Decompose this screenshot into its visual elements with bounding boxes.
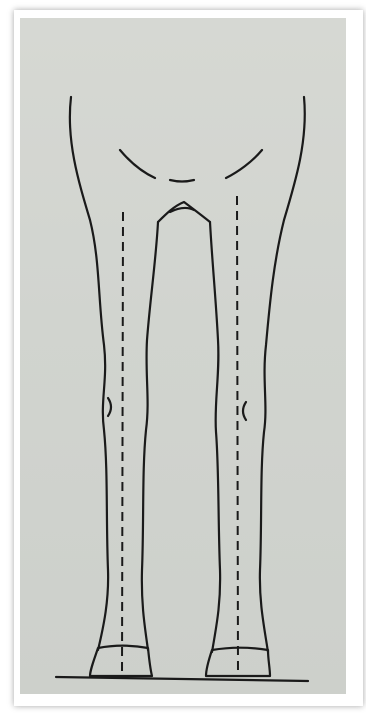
right-leg-inner-contour — [210, 222, 220, 652]
inner-fork — [158, 202, 210, 222]
left-leg-axis-line — [122, 212, 123, 676]
center-fork-line — [170, 180, 194, 182]
right-leg-axis-line — [237, 196, 238, 676]
right-chest-line — [226, 150, 262, 178]
right-knee-mark — [243, 402, 246, 420]
left-leg-inner-contour — [142, 222, 158, 650]
right-leg-outer-contour — [260, 97, 305, 652]
left-hoof — [90, 646, 152, 676]
ground-line — [56, 677, 308, 681]
left-leg-outer-contour — [70, 97, 108, 650]
left-knee-mark — [108, 398, 111, 416]
left-chest-line — [120, 150, 155, 178]
